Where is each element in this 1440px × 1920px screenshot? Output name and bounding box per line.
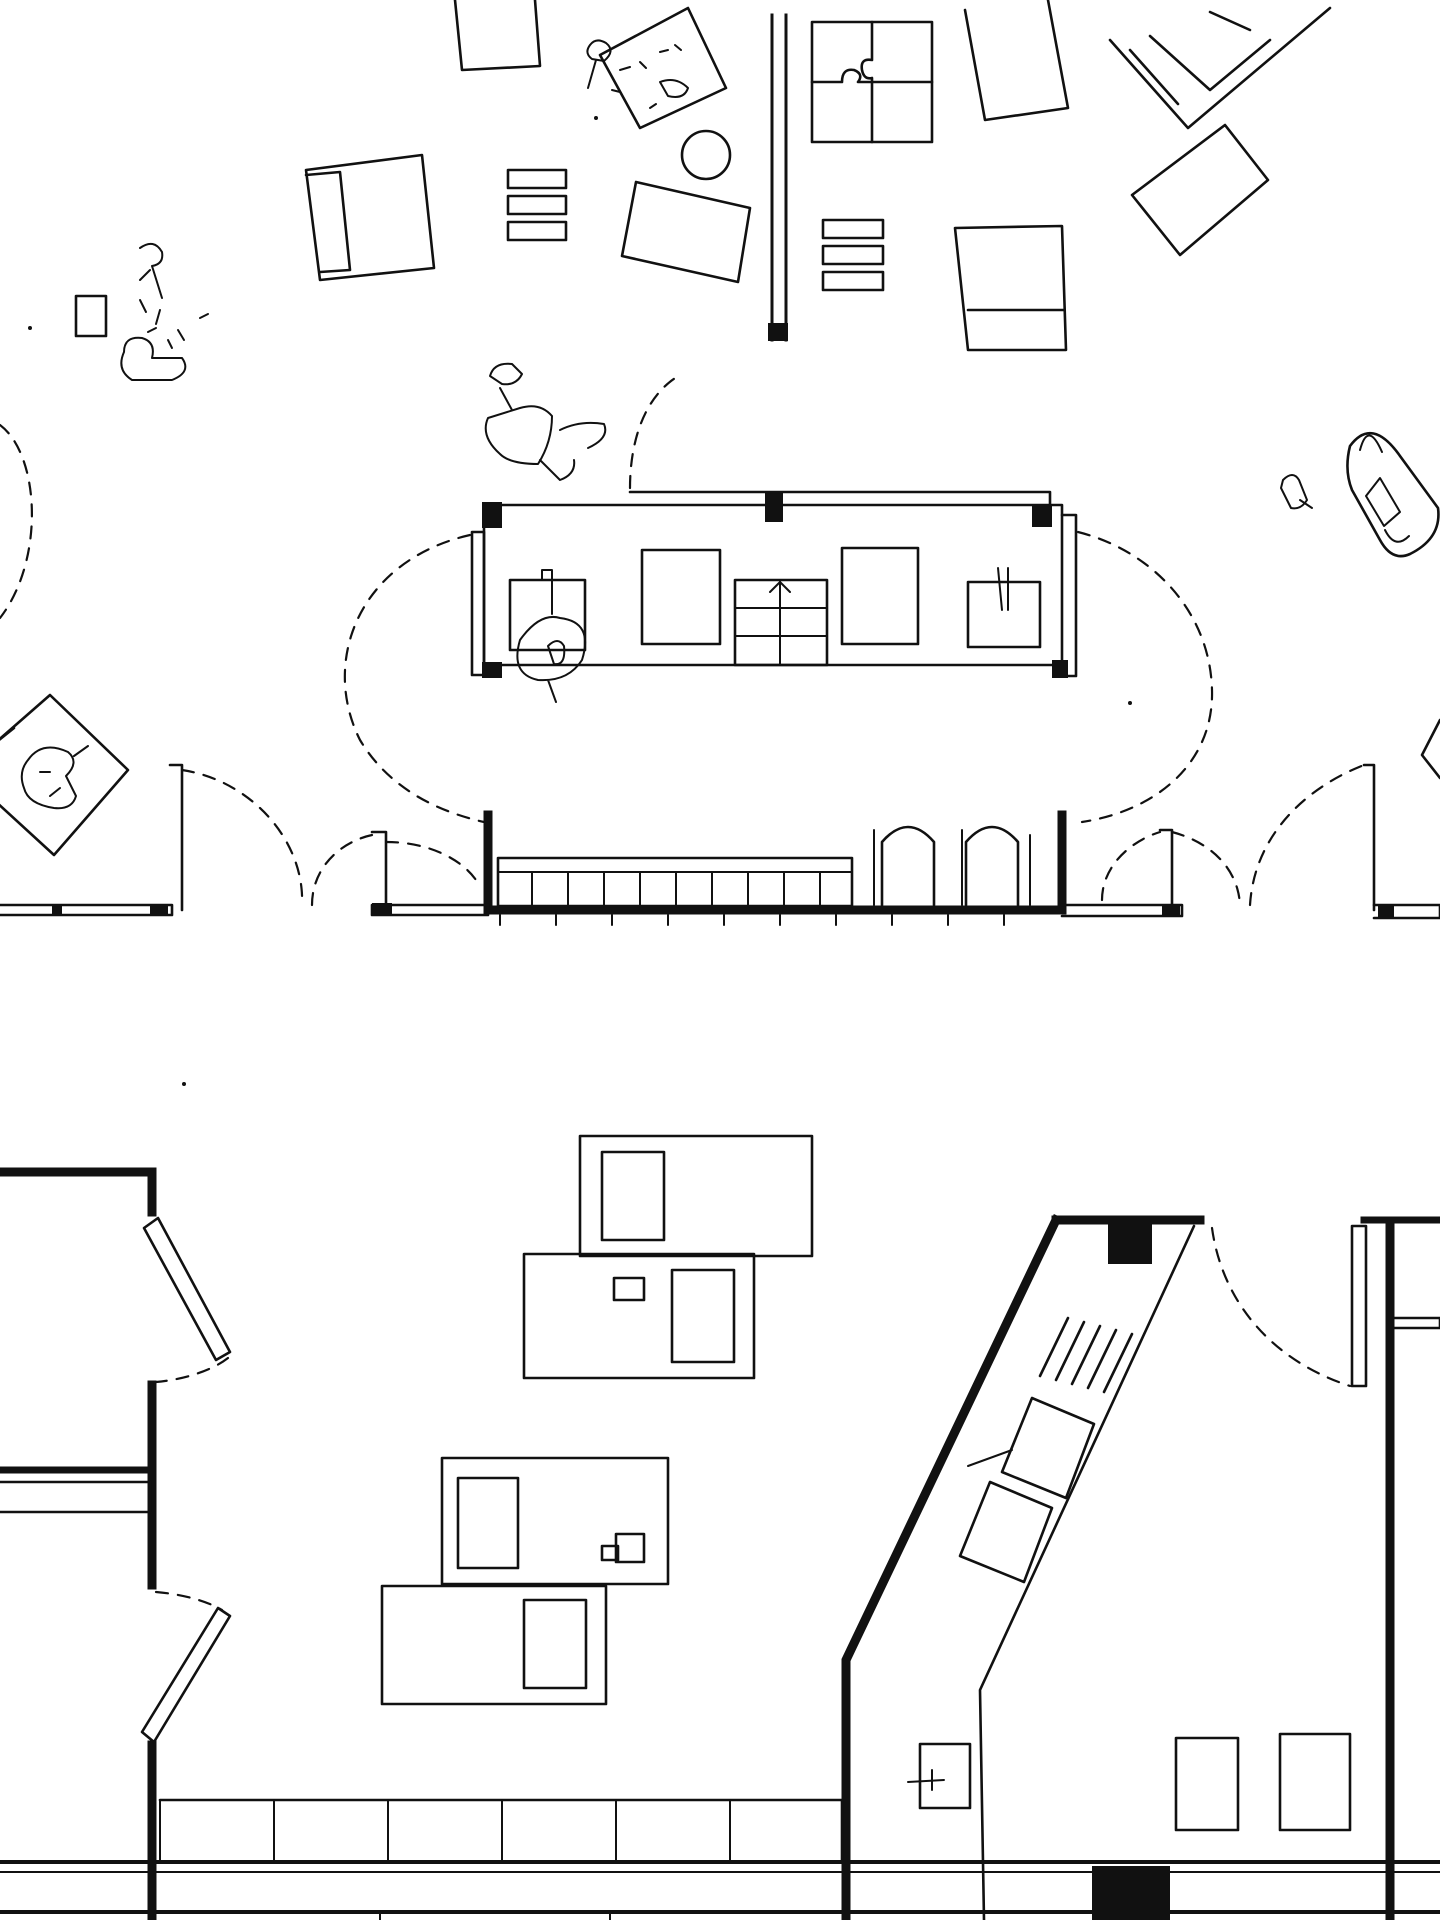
wall-post [1052,660,1068,678]
door-swing-icon [180,768,304,907]
arch-niche [880,825,936,907]
door-swing-icon [343,533,486,824]
person-icon [120,336,187,381]
door-swing-icon [1076,530,1214,824]
panel [918,1742,972,1810]
wall-post [768,323,788,341]
appliance [958,1480,1054,1584]
person-icon [516,616,587,703]
play-mat [598,6,728,130]
block-stack [821,218,885,292]
wall-post [765,492,783,522]
door-swing-icon [628,373,682,490]
door-swing-icon [154,1590,224,1612]
cabinet [1174,1736,1240,1832]
door-swing-icon [154,1356,230,1384]
desk-cluster-lower [380,1456,670,1706]
door-swing-icon [1170,830,1242,907]
cabinet [1278,1732,1352,1832]
door-swing-icon [0,423,33,620]
door-swing-icon [310,833,374,907]
toy-pieces [611,44,682,109]
display-panel [640,548,722,646]
toy-box [74,294,108,338]
block-stack [506,168,568,242]
person-icon [139,242,164,299]
wall-post [1108,1220,1152,1264]
door-swing-icon [384,840,478,882]
person-icon [1280,474,1313,510]
person-icon [20,745,89,810]
desk [1108,6,1332,130]
thick-wall [841,1214,1062,1920]
door-swing-icon [1100,830,1162,902]
play-mat [0,693,130,857]
lower-room [0,1134,1440,1920]
room-outline [482,503,1064,667]
wall-post [482,662,502,678]
door-leaf [142,1216,232,1362]
vent-slots [1038,1316,1134,1394]
slanted-counter [978,1224,1196,1920]
desk-cluster-upper [522,1134,814,1380]
play-mat [1420,718,1440,780]
partition [168,763,184,912]
car-icon [1346,431,1440,558]
chair-icon [304,153,436,282]
furniture-top-area [0,0,1440,620]
table-icon [620,180,752,284]
wall-post [1092,1866,1170,1920]
arch-niche [964,825,1020,907]
appliance [1000,1396,1096,1500]
wall-post [1032,505,1052,527]
wall-post [482,502,502,528]
cabinet [963,0,1070,122]
thick-wall [483,810,1067,915]
door-leaf [140,1606,232,1744]
stool [680,129,732,181]
person-icon [586,39,689,98]
toy-pieces [139,299,209,349]
chair-icon [953,224,1068,352]
puzzle-icon [810,20,934,144]
display-panel [840,546,920,646]
desk [1130,123,1270,257]
cubicle-row [0,693,1440,920]
thick-wall [0,1167,157,1217]
door-swing-icon [1248,763,1366,907]
door-swing-icon [1210,1226,1352,1388]
person-icon [484,362,607,481]
central-room [343,490,1214,926]
side-table [453,0,542,72]
side-table [966,580,1042,649]
